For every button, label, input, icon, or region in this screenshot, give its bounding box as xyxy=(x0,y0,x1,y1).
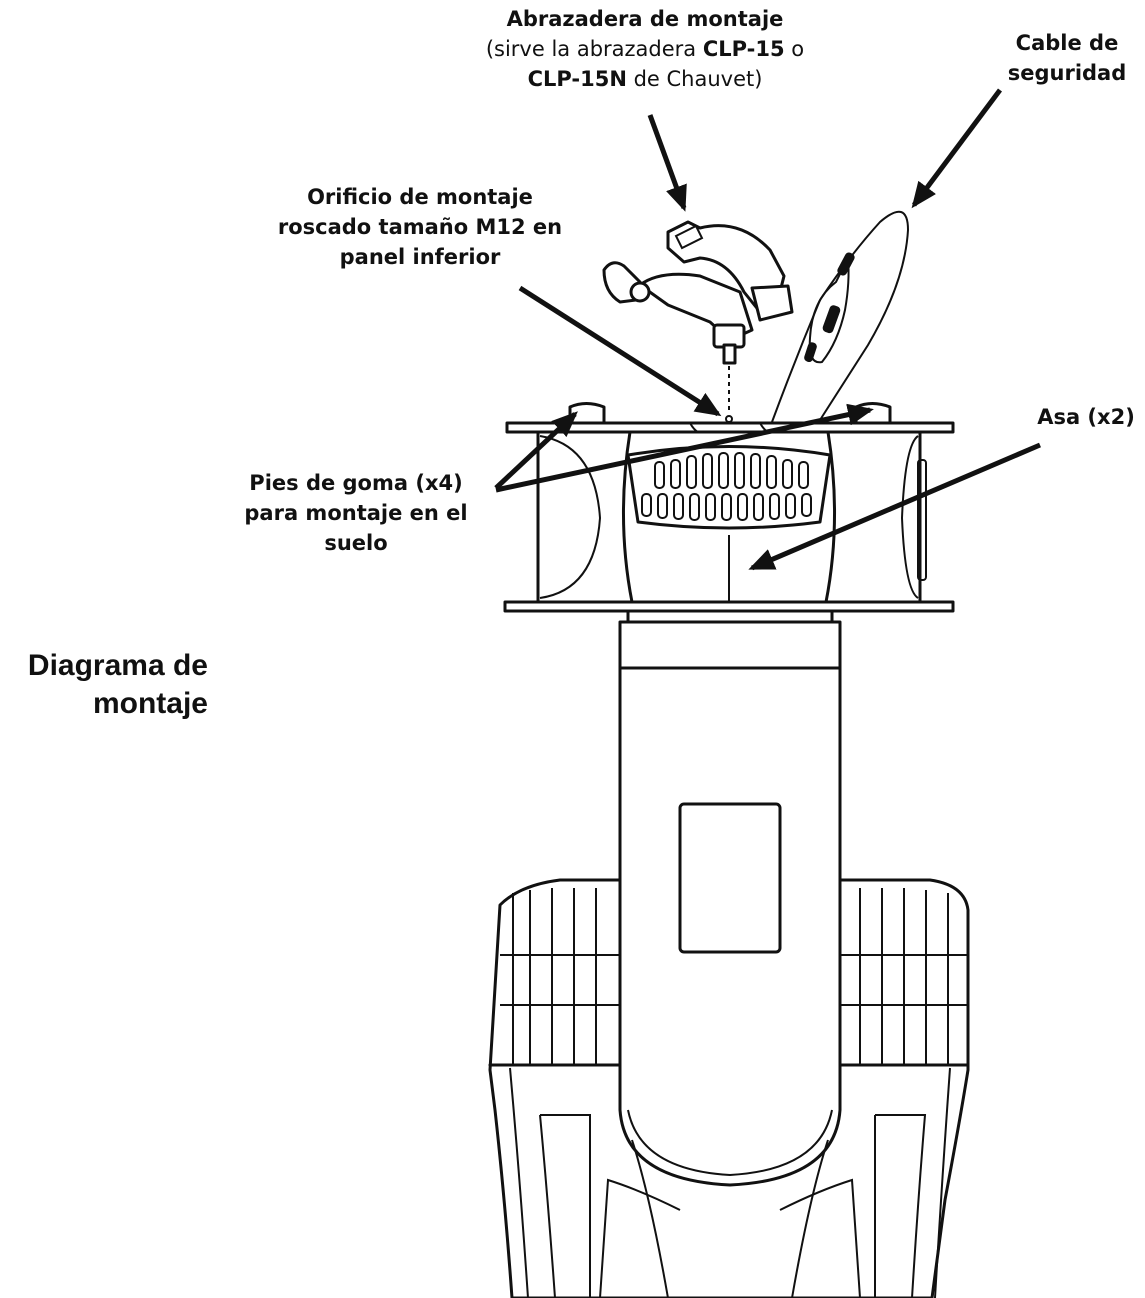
safety-cable xyxy=(771,210,910,423)
label-line: Asa (x2) xyxy=(1037,405,1135,429)
arrow-handle xyxy=(748,442,1041,571)
arrow-mount-hole xyxy=(518,285,722,417)
label-line: para montaje en el xyxy=(244,501,468,525)
label-mount-hole: Orificio de montaje roscado tamaño M12 e… xyxy=(255,182,585,272)
title-line: Diagrama de xyxy=(27,649,208,682)
cooling-fins-right xyxy=(840,888,968,1065)
label-text: (sirve la abrazadera xyxy=(485,37,703,61)
label-handle: Asa (x2) xyxy=(1030,402,1142,432)
arrow-foot-left xyxy=(494,411,578,490)
label-line: Pies de goma (x4) xyxy=(249,471,463,495)
label-line: suelo xyxy=(324,531,388,555)
arrow-foot-right xyxy=(495,403,874,493)
arrow-safety-cable xyxy=(911,88,1003,209)
arrow-clamp xyxy=(647,114,687,212)
label-line: (sirve la abrazadera CLP-15 o xyxy=(430,34,860,64)
label-line: panel inferior xyxy=(339,245,501,269)
label-line: seguridad xyxy=(1007,61,1127,85)
label-line: Orificio de montaje xyxy=(307,185,533,209)
rubber-foot-left xyxy=(568,402,606,425)
yoke-arm xyxy=(618,620,842,1298)
label-bold-text: CLP-15 xyxy=(702,37,785,61)
label-line: Abrazadera de montaje xyxy=(506,7,784,31)
cooling-fins-left xyxy=(500,888,620,1065)
label-text: de Chauvet) xyxy=(626,67,763,91)
label-line: CLP-15N de Chauvet) xyxy=(430,64,860,94)
label-rubber-feet: Pies de goma (x4) para montaje en el sue… xyxy=(225,468,487,558)
label-mounting-clamp: Abrazadera de montaje (sirve la abrazade… xyxy=(430,4,860,94)
mounting-hole xyxy=(725,415,733,423)
diagram-title: Diagrama de montaje xyxy=(0,647,208,723)
label-safety-cable: Cable de seguridad xyxy=(992,28,1142,88)
label-line: roscado tamaño M12 en xyxy=(277,215,563,239)
fixture-base xyxy=(503,402,955,624)
label-text: o xyxy=(784,37,805,61)
label-line: Cable de xyxy=(1015,31,1119,55)
callout-arrows xyxy=(494,88,1041,571)
title-line: montaje xyxy=(92,687,208,720)
mounting-clamp xyxy=(602,220,794,414)
label-bold-text: CLP-15N xyxy=(527,67,627,91)
